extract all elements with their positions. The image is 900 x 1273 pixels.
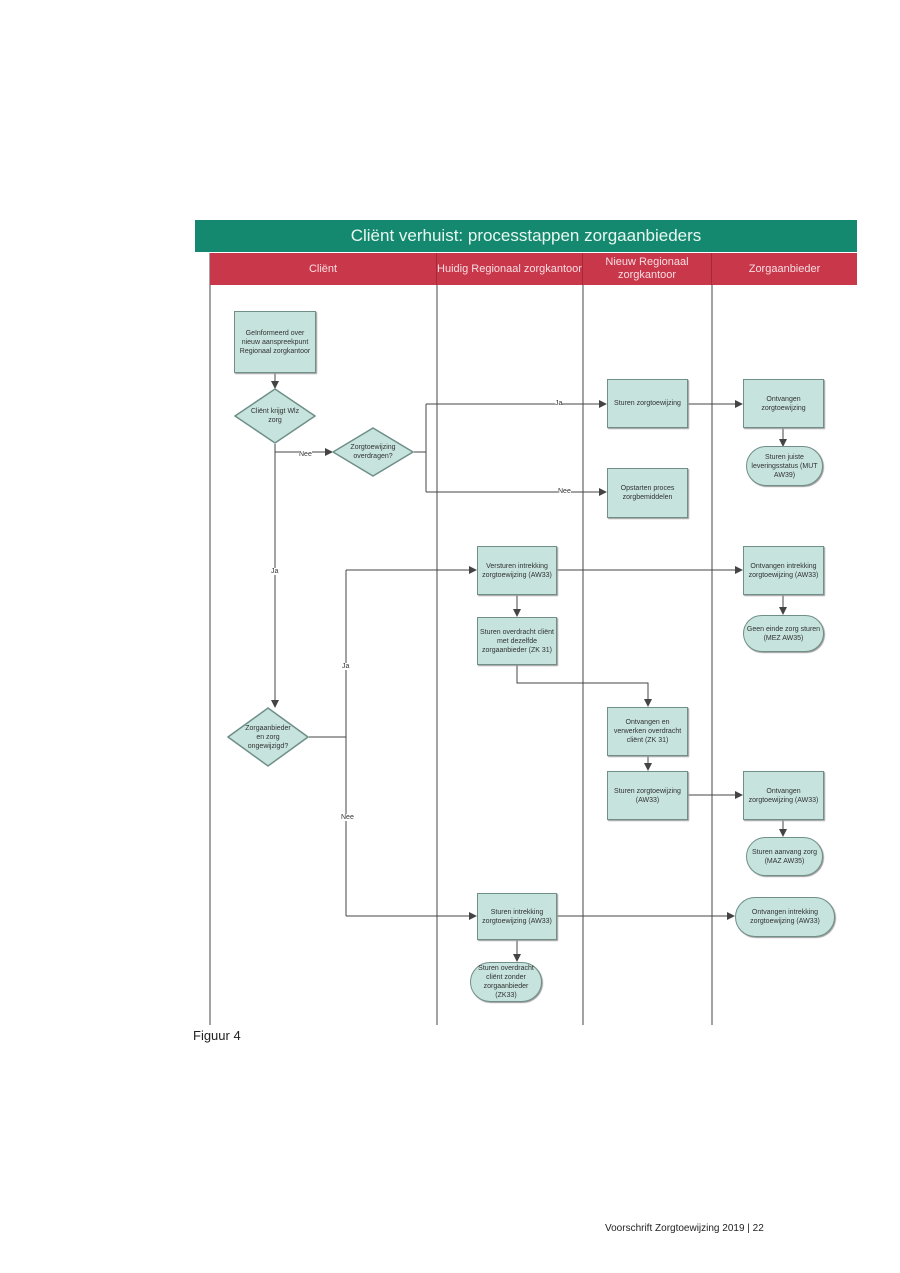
edge-label-nee: Nee <box>341 814 354 821</box>
node-revoke: Versturen intrekking zorgtoewijzing (AW3… <box>477 546 557 595</box>
page-footer: Voorschrift Zorgtoewijzing 2019 | 22 <box>605 1223 764 1234</box>
edge-label-ja: Ja <box>555 400 563 407</box>
node-start-care: Sturen aanvang zorg (MAZ AW35) <box>746 837 823 876</box>
node-send-ztw: Sturen zorgtoewijzing <box>607 379 688 428</box>
decision-wlz: Cliënt krijgt Wlz zorg <box>234 388 316 444</box>
diagram-title: Cliënt verhuist: processtappen zorgaanbi… <box>195 220 857 252</box>
lane-header-provider: Zorgaanbieder <box>712 253 857 285</box>
node-send-ztw2: Sturen zorgtoewijzing (AW33) <box>607 771 688 820</box>
lane-header-client: Cliënt <box>210 253 437 285</box>
node-send-status: Sturen juiste leveringsstatus (MUT AW39) <box>746 446 823 486</box>
decision-unchanged: Zorgaanbieder en zorg ongewijzigd? <box>227 707 309 767</box>
node-recv-ztw: Ontvangen zorgtoewijzing <box>743 379 824 428</box>
node-transfer-none: Sturen overdracht cliënt zonder zorgaanb… <box>470 962 542 1002</box>
edge-label-nee: Nee <box>299 451 312 458</box>
edge-label-nee: Nee <box>558 488 571 495</box>
decision-transfer-label: Zorgtoewijzing overdragen? <box>350 444 396 460</box>
node-no-end: Geen einde zorg sturen (MEZ AW35) <box>743 615 824 652</box>
decision-wlz-label: Cliënt krijgt Wlz zorg <box>250 408 300 424</box>
lane-header-current-office: Huidig Regionaal zorgkantoor <box>437 253 583 285</box>
edge-label-ja: Ja <box>342 663 350 670</box>
node-recv-transfer: Ontvangen en verwerken overdracht cliënt… <box>607 707 688 756</box>
node-transfer-same: Sturen overdracht cliënt met dezelfde zo… <box>477 617 557 665</box>
node-recv-revoke2: Ontvangen intrekking zorgtoewijzing (AW3… <box>735 897 835 937</box>
edge-label-ja: Ja <box>271 568 279 575</box>
node-informed: Geïnformeerd over nieuw aanspreekpunt Re… <box>234 311 316 373</box>
node-recv-ztw2: Ontvangen zorgtoewijzing (AW33) <box>743 771 824 820</box>
decision-transfer: Zorgtoewijzing overdragen? <box>332 427 414 477</box>
node-start-process: Opstarten proces zorgbemiddelen <box>607 468 688 518</box>
lane-header-new-office: Nieuw Regionaal zorgkantoor <box>583 253 712 285</box>
figure-caption: Figuur 4 <box>193 1028 241 1043</box>
decision-unchanged-label: Zorgaanbieder en zorg ongewijzigd? <box>245 724 291 750</box>
node-recv-revoke: Ontvangen intrekking zorgtoewijzing (AW3… <box>743 546 824 595</box>
node-revoke2: Sturen intrekking zorgtoewijzing (AW33) <box>477 893 557 940</box>
